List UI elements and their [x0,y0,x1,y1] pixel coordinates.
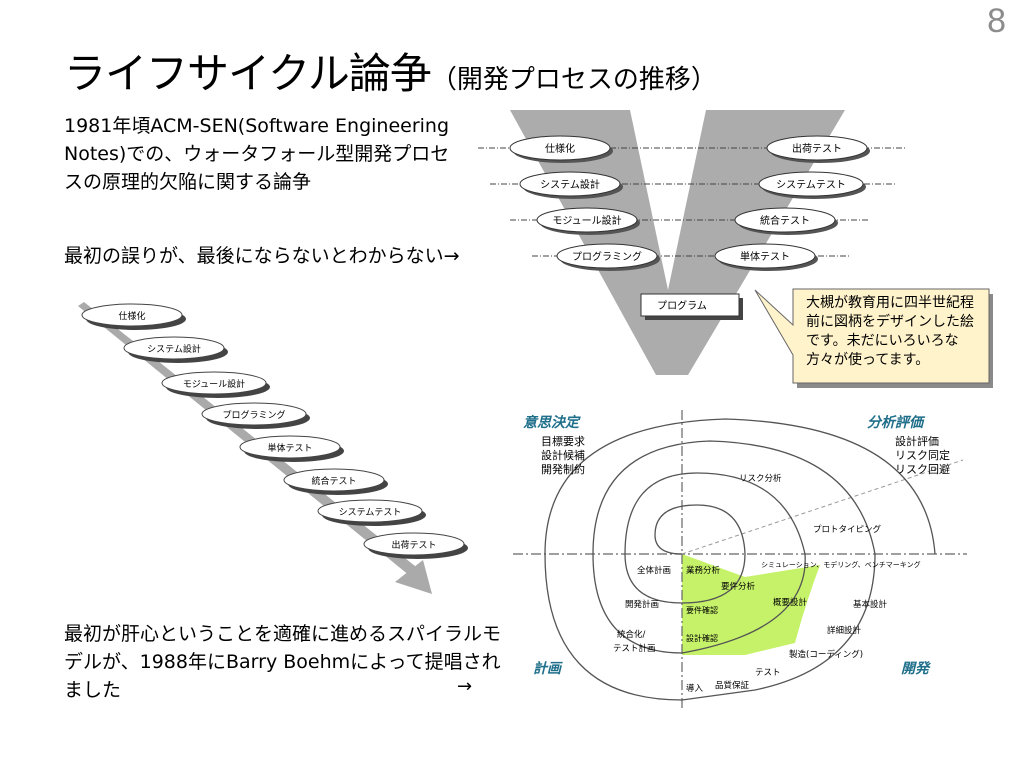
waterfall-diagram: 仕様化 システム設計 モジュール設計 プログラミング 単体テスト 統合テスト シ… [78,302,468,594]
v-right-pill-3: 統合テスト [760,214,810,227]
waterfall-step-4: プログラミング [222,409,285,421]
spiral-label-test: テスト [755,668,781,678]
title-main: ライフサイクル論争 [64,49,432,98]
waterfall-step-2: システム設計 [147,343,201,355]
v-right-pill-4: 単体テスト [740,250,790,263]
slide-title: ライフサイクル論争（開発プロセスの推移） [64,40,717,101]
spiral-label-intro: 導入 [686,683,704,694]
paragraph-first-error: 最初の誤りが、最後にならないとわからない→ [64,245,460,267]
spiral-label-design-confirm: 設計確認 [686,633,718,643]
v-program-box: プログラム [657,299,707,312]
v-left-pills: 仕様化 システム設計 モジュール設計 プログラミング [509,135,660,271]
spiral-label-qa: 品質保証 [715,680,750,691]
v-left-pill-4: プログラミング [572,250,642,263]
paragraph-lifecycle-debate: 1981年頃ACM-SEN(Software Engineering Notes… [64,115,450,193]
v-right-pill-1: 出荷テスト [792,142,842,155]
callout-box [754,288,993,388]
spiral-diagram: 意思決定 目標要求 設計候補 開発制約 分析評価 設計評価 リスク同定 リスク回… [513,410,967,710]
spiral-label-dev-plan: 開発計画 [625,599,659,610]
waterfall-step-8: 出荷テスト [391,539,436,551]
spiral-label-req-analysis: 要件分析 [721,581,756,592]
spiral-q-planning: 計画 [533,660,563,677]
spiral-q-development: 開発 [901,660,931,677]
spiral-label-manufacture: 製造(コーディング) [789,649,863,660]
spiral-q-analysis: 分析評価 [867,414,926,431]
arrow-text: → [457,676,473,697]
spiral-analysis-item-2: リスク同定 [895,448,950,462]
paragraph-spiral-model: 最初が肝心ということを適確に進めるスパイラルモデルが、1988年にBarry B… [64,623,502,701]
spiral-label-risk: リスク分析 [739,473,782,484]
v-left-pill-2: システム設計 [540,178,600,191]
slide-number: 8 [987,2,1006,40]
spiral-label-business: 業務分析 [686,565,721,576]
spiral-decision-item-2: 設計候補 [541,448,585,462]
spiral-label-integration-2: テスト計画 [613,643,656,654]
spiral-analysis-item-1: 設計評価 [895,434,939,448]
spiral-label-concept: 概要設計 [773,597,808,608]
waterfall-step-3: モジュール設計 [183,378,245,390]
spiral-label-detail: 詳細設計 [827,625,862,636]
waterfall-step-5: 単体テスト [267,442,312,454]
waterfall-steps: 仕様化 システム設計 モジュール設計 プログラミング 単体テスト 統合テスト シ… [81,303,468,559]
spiral-label-basic: 基本設計 [853,599,888,610]
v-left-pill-3: モジュール設計 [552,214,621,227]
spiral-analysis-item-3: リスク回避 [895,462,950,476]
v-right-pill-2: システムテスト [776,179,846,191]
callout-text: 大槻が教育用に四半世紀程前に図柄をデザインした絵です。未だにいろいろな方々が使っ… [806,295,974,368]
spiral-label-req-confirm: 要件確認 [686,605,718,615]
v-left-pill-1: 仕様化 [545,142,575,155]
spiral-decision-item-3: 開発制約 [541,462,585,476]
waterfall-step-1: 仕様化 [118,310,145,322]
v-right-pills: 出荷テスト システムテスト 統合テスト 単体テスト [714,135,870,271]
spiral-label-overall: 全体計画 [637,565,671,576]
spiral-label-integration-1: 統合化/ [617,629,646,640]
title-sub: （開発プロセスの推移） [430,65,717,95]
waterfall-step-6: 統合テスト [311,475,356,487]
spiral-decision-item-1: 目標要求 [541,434,585,448]
spiral-highlight [682,554,820,655]
spiral-label-sim: シミュレーション、モデリング、ベンチマーキング [761,560,921,569]
waterfall-step-7: システムテスト [339,507,402,518]
spiral-q-decision: 意思決定 [523,414,581,431]
spiral-label-proto: プロトタイピング [813,524,882,535]
v-model-diagram: 仕様化 システム設計 モジュール設計 プログラミング 出荷テスト システムテスト… [478,110,906,375]
